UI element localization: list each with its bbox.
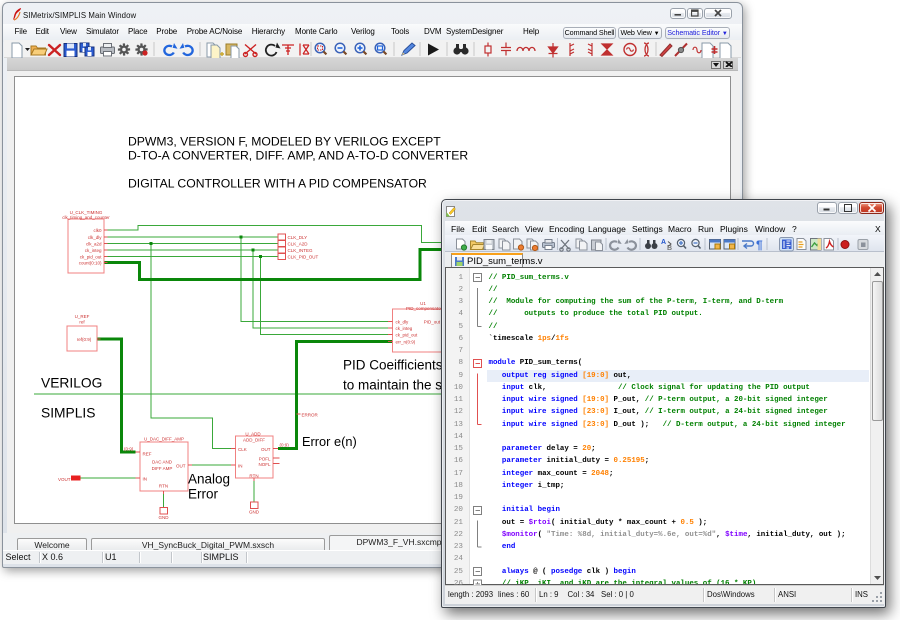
svg-text:U_DAC_DIFF_AMP: U_DAC_DIFF_AMP (144, 437, 184, 442)
svg-text:DIFF AMP: DIFF AMP (152, 466, 173, 471)
svg-text:U_CLK_TIMING: U_CLK_TIMING (70, 210, 103, 215)
svg-text:DPWM3, VERSION F, MODELED BY V: DPWM3, VERSION F, MODELED BY VERILOG EXC… (128, 135, 441, 149)
svg-text:IN: IN (143, 477, 148, 482)
svg-text:ref(0:9): ref(0:9) (77, 337, 92, 342)
svg-text:B: B (667, 245, 672, 252)
svg-text:OUT: OUT (176, 464, 186, 469)
svg-text:Analog: Analog (188, 472, 230, 487)
svg-text:clk_a2d: clk_a2d (86, 241, 102, 246)
svg-text:ck_pid_out: ck_pid_out (80, 254, 103, 259)
svg-text:clk_dly: clk_dly (88, 235, 103, 240)
svg-text:IN: IN (238, 464, 243, 469)
svg-text:(0:9): (0:9) (280, 443, 290, 448)
svg-text:CLK_DLY: CLK_DLY (288, 235, 308, 240)
svg-text:DAC AND: DAC AND (152, 460, 173, 465)
svg-text:POFL: POFL (259, 457, 271, 462)
svg-text:Error: Error (188, 487, 219, 502)
svg-text:clk0: clk0 (93, 228, 101, 233)
svg-text:Error e(n): Error e(n) (302, 434, 357, 449)
svg-text:GND: GND (249, 510, 260, 515)
svg-text:U_REF: U_REF (75, 314, 90, 319)
svg-text:ADD_DIFF: ADD_DIFF (243, 438, 265, 443)
svg-text:PID_compensator: PID_compensator (406, 306, 443, 311)
svg-text:RTN: RTN (159, 484, 168, 489)
svg-text:U1: U1 (420, 301, 426, 306)
svg-text:REF: REF (143, 452, 152, 457)
svg-text:¶: ¶ (756, 238, 763, 252)
svg-text:RTN: RTN (249, 473, 258, 478)
svg-text:DIGITAL CONTROLLER WITH A PID: DIGITAL CONTROLLER WITH A PID COMPENSATO… (128, 177, 427, 191)
svg-text:ck_dly: ck_dly (396, 319, 410, 324)
svg-text:ck_integ: ck_integ (85, 248, 102, 253)
svg-text:PID_out: PID_out (424, 319, 441, 324)
svg-text:CLK: CLK (238, 447, 247, 452)
svg-text:count(0:10): count(0:10) (79, 260, 102, 265)
svg-text:A: A (661, 239, 666, 246)
svg-text:(0:9): (0:9) (124, 447, 134, 452)
svg-text:ck_integ: ck_integ (396, 326, 413, 331)
svg-text:SIMPLIS: SIMPLIS (41, 406, 95, 421)
svg-text:NOFL: NOFL (258, 462, 270, 467)
svg-text:ERROR: ERROR (302, 413, 319, 418)
svg-text:GND: GND (159, 515, 170, 520)
svg-text:OUT: OUT (261, 447, 271, 452)
svg-text:VOUT: VOUT (58, 477, 71, 482)
svg-text:clk_timing_and_counter: clk_timing_and_counter (62, 215, 110, 220)
svg-text:ck_pid_out: ck_pid_out (396, 332, 419, 337)
svg-text:D-TO-A CONVERTER, DIFF. AMP, A: D-TO-A CONVERTER, DIFF. AMP, AND A-TO-D … (128, 149, 468, 163)
svg-text:err_n(0:9): err_n(0:9) (396, 339, 416, 344)
svg-text:VERILOG: VERILOG (41, 376, 102, 391)
svg-text:ref: ref (79, 320, 85, 325)
svg-text:CLK_PID_OUT: CLK_PID_OUT (288, 254, 319, 259)
svg-text:CLK_INTEG: CLK_INTEG (288, 248, 314, 253)
svg-text:U_ADD: U_ADD (245, 431, 261, 436)
svg-text:CLK_A2D: CLK_A2D (288, 241, 309, 246)
